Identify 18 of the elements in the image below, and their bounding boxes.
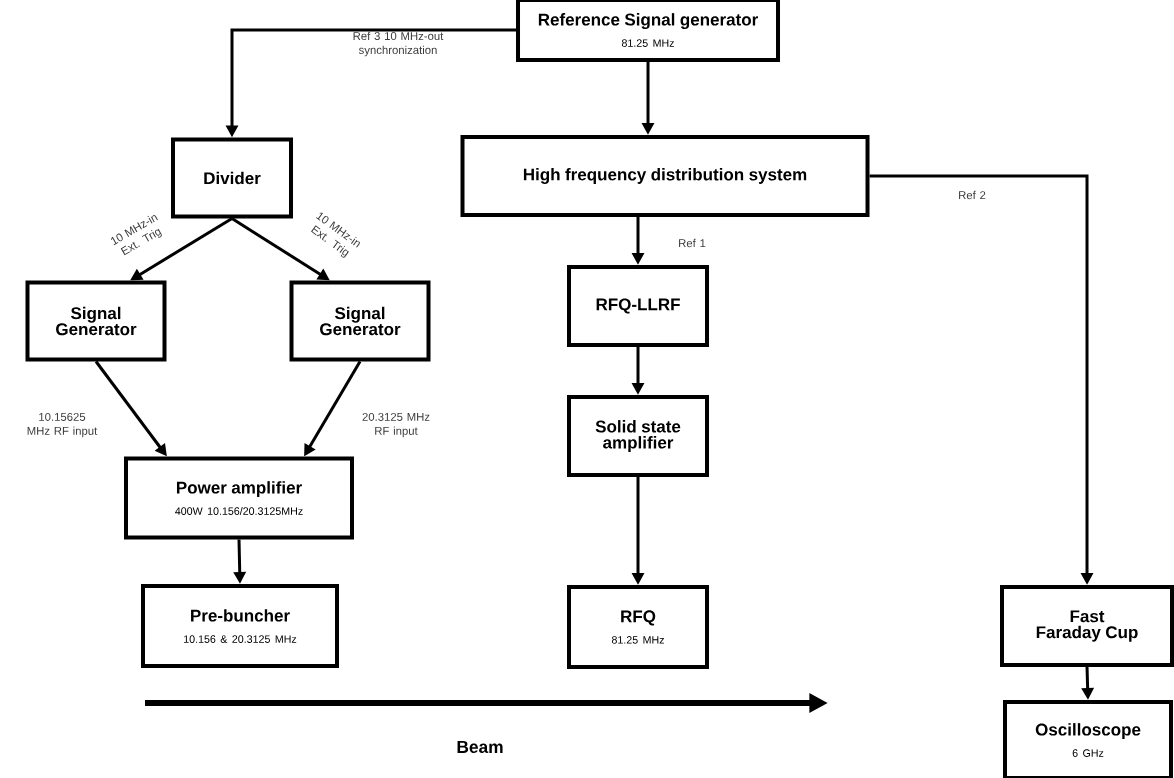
process-box: Pre-buncher 10.156 & 20.3125 MHz xyxy=(141,584,339,668)
edge-label: Ref 3 10 MHz-out synchronization xyxy=(353,31,444,57)
process-box: Solid state amplifier xyxy=(567,395,709,477)
process-box: Signal Generator xyxy=(25,280,167,362)
process-box: Oscilloscope 6 GHz xyxy=(1003,700,1173,778)
process-box: High frequency distribution system xyxy=(460,135,870,217)
edge-label: 10.15625 MHz RF input xyxy=(27,412,98,438)
process-box: Signal Generator xyxy=(289,280,431,362)
process-box: Divider xyxy=(171,137,293,219)
process-box: RFQ-LLRF xyxy=(567,265,709,347)
process-box: Fast Faraday Cup xyxy=(1000,585,1174,667)
edge-label: Ref 1 xyxy=(679,238,706,248)
process-box: Power amplifier 400W 10.156/20.3125MHz xyxy=(124,456,354,540)
process-box: RFQ 81.25 MHz xyxy=(567,585,709,669)
edge-label: 20.3125 MHz RF input xyxy=(362,412,430,438)
direction-label: Beam xyxy=(457,740,503,754)
edge-label: Ref 2 xyxy=(959,190,986,200)
process-box: Reference Signal generator 81.25 MHz xyxy=(516,0,780,62)
